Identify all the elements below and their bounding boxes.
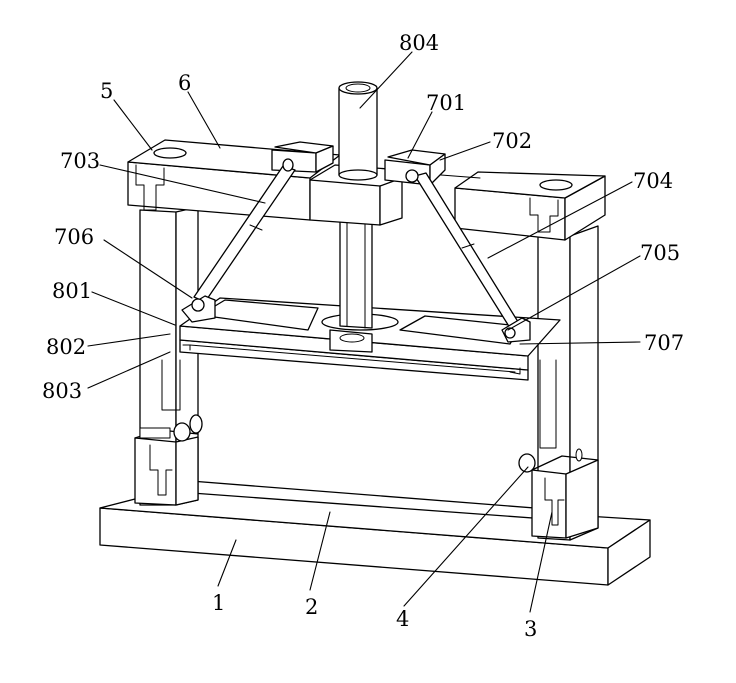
label-6: 6 bbox=[178, 71, 191, 95]
label-3: 3 bbox=[524, 617, 537, 641]
label-702: 702 bbox=[492, 129, 532, 153]
label-803: 803 bbox=[42, 379, 82, 403]
upper-tube bbox=[338, 81, 378, 181]
label-4: 4 bbox=[396, 607, 409, 631]
base-plate bbox=[99, 489, 651, 586]
lower-brackets bbox=[181, 295, 531, 343]
label-707: 707 bbox=[644, 331, 684, 355]
label-701: 701 bbox=[426, 91, 466, 115]
right-column bbox=[518, 225, 599, 541]
label-1: 1 bbox=[212, 591, 225, 615]
label-705: 705 bbox=[640, 241, 680, 265]
label-703: 703 bbox=[60, 149, 100, 173]
label-5: 5 bbox=[100, 79, 113, 103]
label-802: 802 bbox=[46, 335, 86, 359]
left-column bbox=[134, 206, 203, 506]
label-804: 804 bbox=[399, 31, 439, 55]
label-704: 704 bbox=[633, 169, 673, 193]
label-2: 2 bbox=[305, 595, 318, 619]
label-706: 706 bbox=[54, 225, 94, 249]
label-801: 801 bbox=[52, 279, 92, 303]
leader-lines bbox=[87, 51, 641, 613]
center-rod bbox=[339, 219, 373, 329]
part-labels: 804 5 6 701 702 703 704 706 705 801 802 … bbox=[42, 31, 684, 641]
